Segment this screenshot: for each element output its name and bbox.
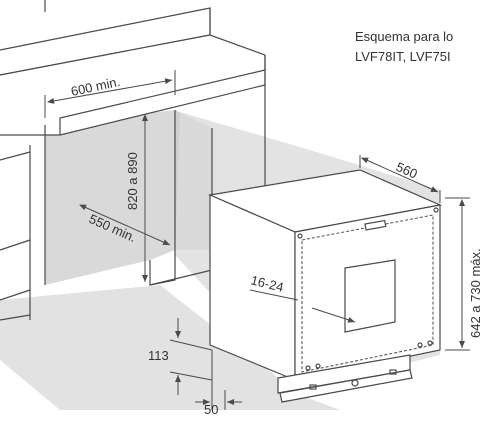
dim-550 (79, 204, 171, 246)
dim-113-label: 113 (148, 348, 169, 363)
dishwasher (207, 169, 443, 381)
dim-600 (44, 70, 176, 118)
plinth (277, 354, 413, 403)
left-cabinet (0, 125, 46, 321)
dim-642-label: 642 a 730 máx. (468, 248, 483, 338)
dim-50-label: 50 (204, 402, 218, 417)
floor-shadow (0, 285, 340, 410)
dim-560 (359, 155, 441, 203)
caption-line-2: LVF78IT, LVF75I (355, 49, 451, 64)
dim-50 (195, 385, 242, 410)
dim-16-24 (249, 289, 356, 323)
caption-line-1: Esquema para lo (355, 29, 454, 44)
niche-back-wall (45, 110, 175, 285)
right-cabinet (149, 85, 266, 286)
countertop (0, 7, 266, 136)
dim-820-label: 820 a 890 (125, 152, 140, 210)
dim-642 (445, 197, 470, 351)
